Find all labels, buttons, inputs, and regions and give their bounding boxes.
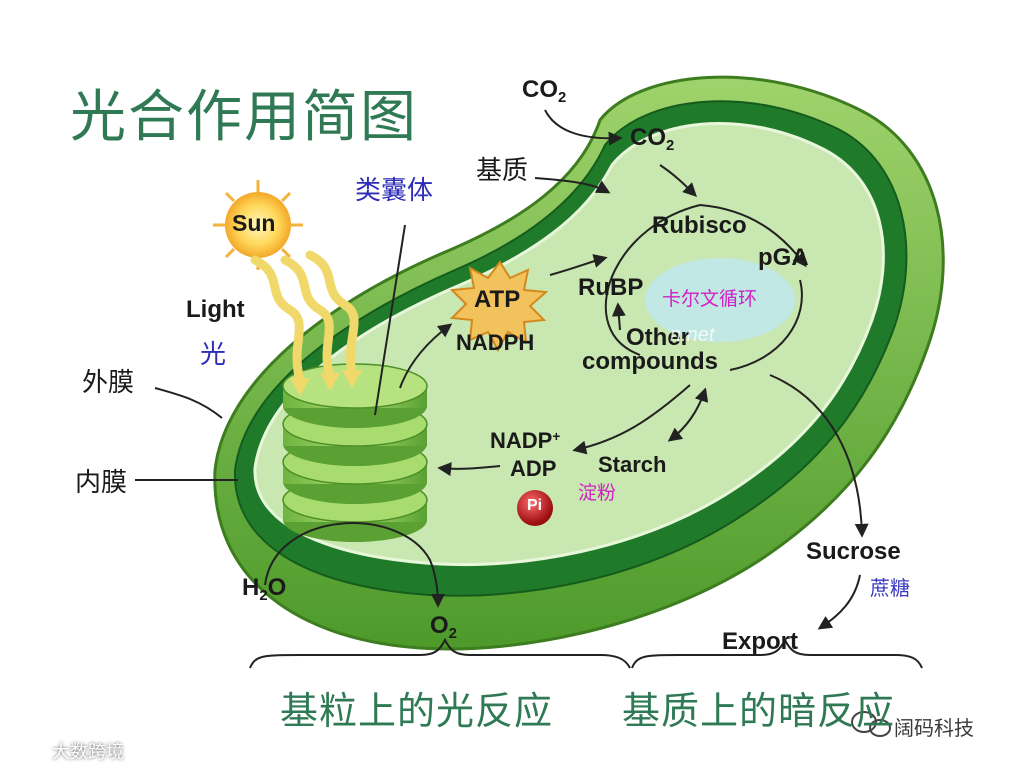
co2-entry-arrow xyxy=(544,109,623,146)
thylakoid-leader-line xyxy=(374,224,406,416)
calvin-cycle-to-rubp xyxy=(604,204,701,356)
rubisco-label: Rubisco xyxy=(652,212,747,239)
co2-outside-label: CO2 xyxy=(522,76,567,107)
sun-label: Sun xyxy=(232,210,276,236)
other-compounds-label-2: compounds xyxy=(582,348,718,375)
atp-burst xyxy=(449,260,549,353)
other-compounds-label-1: Other xyxy=(626,324,691,351)
dark-reaction-caption: 基质上的暗反应 xyxy=(622,689,896,733)
right-watermark-logo xyxy=(851,711,891,737)
pga-label: pGA xyxy=(758,244,809,271)
stroma-label: 基质 xyxy=(476,156,529,186)
right-watermark-text: 阔码科技 xyxy=(894,716,974,740)
light-reaction-caption: 基粒上的光反应 xyxy=(280,689,554,733)
nadph-label: NADPH xyxy=(456,330,535,355)
calvin-cycle-pga-down xyxy=(729,279,803,371)
thylakoid-to-atp-arrow xyxy=(399,323,453,389)
diagram-title: 光合作用简图 xyxy=(70,85,418,150)
atp-to-rubp-arrow xyxy=(549,254,608,276)
rubp-arrow-up xyxy=(611,302,626,331)
oxygen-label: O2 xyxy=(430,612,457,643)
calvin-cycle-label: 卡尔文循环 xyxy=(662,288,758,310)
sucrose-label: Sucrose xyxy=(806,538,901,565)
stroma-leader-line xyxy=(534,177,611,194)
nadp-to-thylakoid-arrow xyxy=(437,462,501,477)
outer-membrane-leader-line xyxy=(154,387,223,419)
bottom-braces xyxy=(249,637,923,669)
left-watermark-text: 大数跨境 xyxy=(52,742,124,763)
sucrose-label-cn: 蔗糖 xyxy=(870,576,910,600)
outer-membrane-label: 外膜 xyxy=(82,368,135,398)
sucrose-arrow xyxy=(769,374,869,538)
calvin-highlight xyxy=(645,258,795,342)
co2-to-cycle-arrow xyxy=(659,164,697,197)
grana-stack xyxy=(282,363,428,542)
starch-label: Starch xyxy=(598,452,667,477)
co2-inside-label: CO2 xyxy=(630,124,675,155)
pi-label: Pi xyxy=(527,497,543,514)
adp-label: ADP xyxy=(510,456,557,481)
atp-label: ATP xyxy=(474,286,521,313)
inner-membrane-label: 内膜 xyxy=(75,468,128,498)
center-watermark-text: n.net xyxy=(670,324,715,346)
thylakoid-label: 类囊体 xyxy=(355,176,434,206)
water-to-oxygen-arrow xyxy=(264,522,445,608)
starch-double-arrow xyxy=(667,387,709,442)
light-rays-icon xyxy=(250,250,359,385)
rubp-label: RuBP xyxy=(578,274,644,301)
water-label: H2O xyxy=(242,574,287,605)
left-watermark-logo xyxy=(12,736,44,759)
export-arrow xyxy=(817,574,861,630)
phosphate-ball xyxy=(517,490,553,526)
nadp-label: NADP+ xyxy=(490,428,561,453)
light-label-cn: 光 xyxy=(200,340,227,370)
light-label-en: Light xyxy=(186,296,245,323)
export-label: Export xyxy=(722,628,799,655)
light-arrowheads xyxy=(290,370,362,396)
calvin-cycle-loop xyxy=(699,204,807,268)
starch-label-cn: 淀粉 xyxy=(578,482,617,504)
